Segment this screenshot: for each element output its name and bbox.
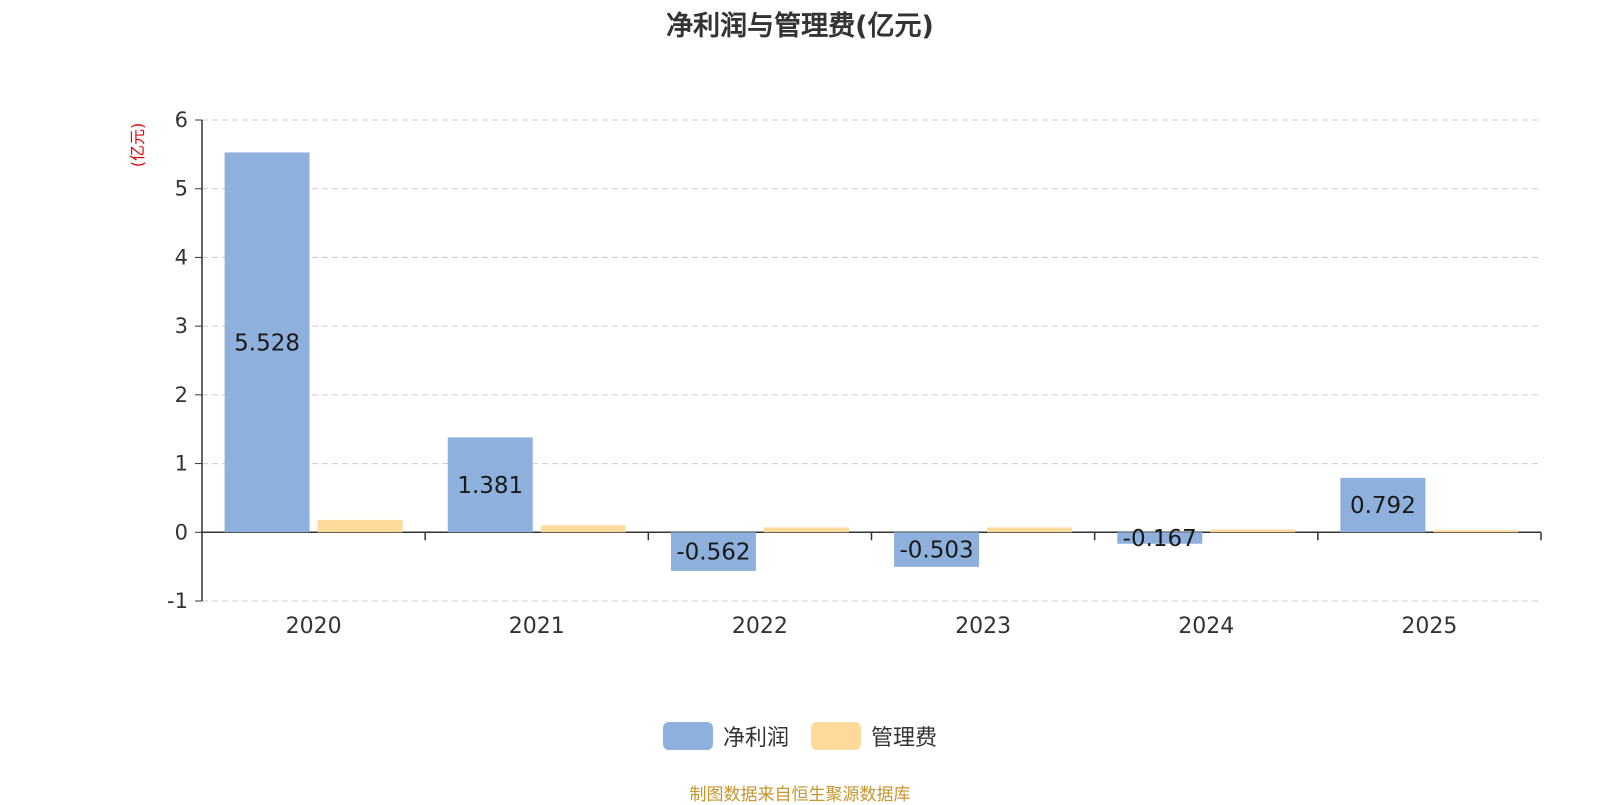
bar-admin-expense xyxy=(1210,529,1296,533)
x-tick-label: 2023 xyxy=(955,614,1011,639)
x-tick-label: 2021 xyxy=(509,614,565,639)
chart-title: 净利润与管理费(亿元) xyxy=(666,11,934,42)
bar-admin-expense xyxy=(763,527,849,533)
gridlines xyxy=(202,119,1541,602)
source-note: 制图数据来自恒生聚源数据库 xyxy=(689,785,911,805)
legend-item-net-profit[interactable]: 净利润 xyxy=(662,720,789,752)
data-label: 0.792 xyxy=(1350,493,1416,519)
x-tick-label: 2022 xyxy=(732,614,788,639)
legend-label-net-profit: 净利润 xyxy=(722,726,789,751)
bars xyxy=(224,152,1519,571)
bar-net-profit xyxy=(1117,532,1203,544)
y-tick-label: 3 xyxy=(175,314,188,338)
legend: 净利润 管理费 xyxy=(0,720,1600,752)
y-tick-label: 1 xyxy=(175,452,188,476)
data-label: 5.528 xyxy=(234,330,300,356)
data-label: -0.167 xyxy=(1123,526,1197,552)
legend-swatch-admin-expense xyxy=(811,722,861,750)
data-label: 1.381 xyxy=(457,473,523,499)
y-tick-label: 5 xyxy=(175,177,188,201)
x-tick-label: 2025 xyxy=(1401,614,1457,639)
y-tick-label: 4 xyxy=(175,245,188,269)
bar-admin-expense xyxy=(540,525,626,533)
data-label: -0.503 xyxy=(900,538,974,564)
y-tick-label: 6 xyxy=(175,108,188,132)
bar-admin-expense xyxy=(987,527,1073,533)
legend-swatch-net-profit xyxy=(662,722,713,750)
bar-admin-expense xyxy=(1433,530,1519,533)
data-label: -0.562 xyxy=(676,540,750,566)
x-tick-label: 2024 xyxy=(1178,614,1234,639)
y-axis-unit-label: (亿元) xyxy=(128,123,147,168)
legend-label-admin-expense: 管理费 xyxy=(871,726,938,751)
bar-net-profit xyxy=(1340,477,1426,533)
bar-net-profit xyxy=(894,532,980,567)
bar-net-profit xyxy=(447,437,533,533)
bar-net-profit xyxy=(224,152,310,533)
data-labels: 5.528 1.381 -0.562 -0.503 -0.167 0.792 xyxy=(234,330,1416,565)
y-tick-label: -1 xyxy=(167,589,188,613)
bar-net-profit xyxy=(670,532,756,571)
x-tick-label: 2020 xyxy=(286,614,342,639)
y-tick-label: 2 xyxy=(175,383,188,407)
bar-admin-expense xyxy=(317,519,403,533)
y-tick-label: 0 xyxy=(175,520,188,544)
axes: -1 0 1 2 3 4 5 6 2020 2021 2022 2023 2024 2025 xyxy=(167,108,1542,639)
legend-item-admin-expense[interactable]: 管理费 xyxy=(811,720,937,752)
